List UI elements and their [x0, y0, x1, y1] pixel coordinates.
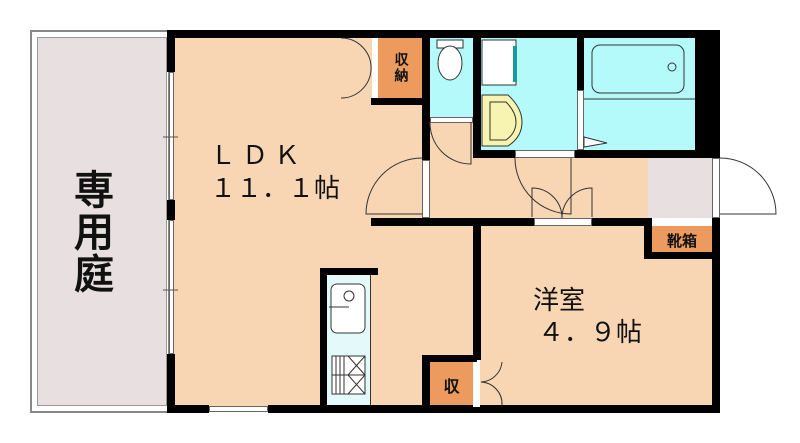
ldk-size: １１．１帖: [210, 174, 341, 204]
wall-top: [167, 30, 720, 38]
garden-label-3: 庭: [74, 252, 114, 298]
storage-bottom-label: 収: [443, 376, 460, 396]
door-frame-closet-bottom: [473, 362, 480, 407]
bathroom: [584, 38, 695, 150]
wall-bath-left: [577, 30, 584, 90]
storage-door-swing-upper: [340, 37, 372, 71]
ldk-name: ＬＤＫ: [210, 141, 307, 171]
storage-bottom: 収: [430, 362, 473, 407]
wall-toilet-right: [473, 30, 481, 158]
storage-door-swing-lower: [340, 69, 372, 99]
closet-door-swing-upper: [480, 361, 503, 383]
toilet-door-swing: [429, 121, 472, 165]
shoe-box-label: 靴箱: [666, 231, 697, 250]
wall-bath-right: [695, 30, 720, 158]
washroom-door-swing: [514, 157, 572, 215]
wall-hall-bottom-right: [592, 218, 650, 226]
wall-bottom: [268, 405, 720, 413]
wall-right-lower: [712, 218, 720, 413]
door-frame-wash: [515, 150, 575, 158]
western-room-name: 洋室: [533, 286, 586, 316]
wall-shoebox-bottom: [644, 252, 714, 259]
entrance-floor: [648, 158, 712, 218]
wall-storage-bottom-box: [422, 355, 477, 362]
wall-bottom-left: [167, 405, 209, 413]
wash-basin-icon: [481, 94, 523, 147]
wall-left-bottom: [167, 354, 175, 413]
door-frame-ldk: [422, 160, 430, 218]
kitchen-sink-icon: [330, 283, 366, 334]
door-frame-entrance: [712, 158, 720, 218]
room-door-swing-right: [561, 187, 593, 219]
entrance-door-swing: [719, 157, 777, 215]
garden-label-1: 専: [74, 168, 114, 214]
shoe-box: 靴箱: [652, 226, 712, 254]
wall-shoebox: [644, 218, 652, 258]
garden-label-2: 用: [74, 210, 114, 256]
door-frame-toilet: [430, 117, 473, 123]
wall-storage-bottom-left: [422, 355, 430, 410]
door-frame-room: [534, 218, 592, 226]
door-frame-storage: [372, 38, 378, 98]
wall-kitchen-top: [320, 268, 378, 275]
window-bottom: [209, 406, 268, 412]
bath-door-icon: [583, 136, 608, 148]
sink-drain-icon: [343, 290, 355, 302]
western-room-size: ４．９帖: [538, 318, 643, 348]
private-garden-fill: [37, 37, 167, 406]
hallway-floor: [428, 155, 650, 219]
washing-machine-icon: [481, 39, 517, 86]
wall-room-divider: [473, 218, 481, 360]
ldk-door-swing: [365, 157, 423, 215]
toilet-bowl-icon: [437, 45, 463, 81]
window-left-lower: [169, 220, 174, 354]
bathtub-icon: [591, 44, 685, 94]
window-left-upper: [169, 72, 174, 200]
bathtub-drain-icon: [667, 62, 677, 72]
door-frame-bath: [577, 90, 584, 150]
washing-machine-door: [513, 46, 517, 82]
wall-wash-bottom: [473, 150, 720, 158]
wall-ldk-right: [422, 30, 430, 160]
wall-hall-bottom: [371, 218, 534, 226]
wash-basin-bowl: [489, 101, 517, 141]
wall-kitchen-left: [320, 268, 327, 413]
wall-storage-bottom: [371, 98, 427, 105]
wall-left-top: [167, 30, 175, 72]
wall-left-mid: [167, 200, 175, 220]
room-door-swing-left: [531, 187, 563, 219]
storage-top: 収納: [378, 38, 423, 98]
storage-top-label: 収納: [392, 52, 409, 84]
closet-door-swing-lower: [480, 381, 503, 406]
